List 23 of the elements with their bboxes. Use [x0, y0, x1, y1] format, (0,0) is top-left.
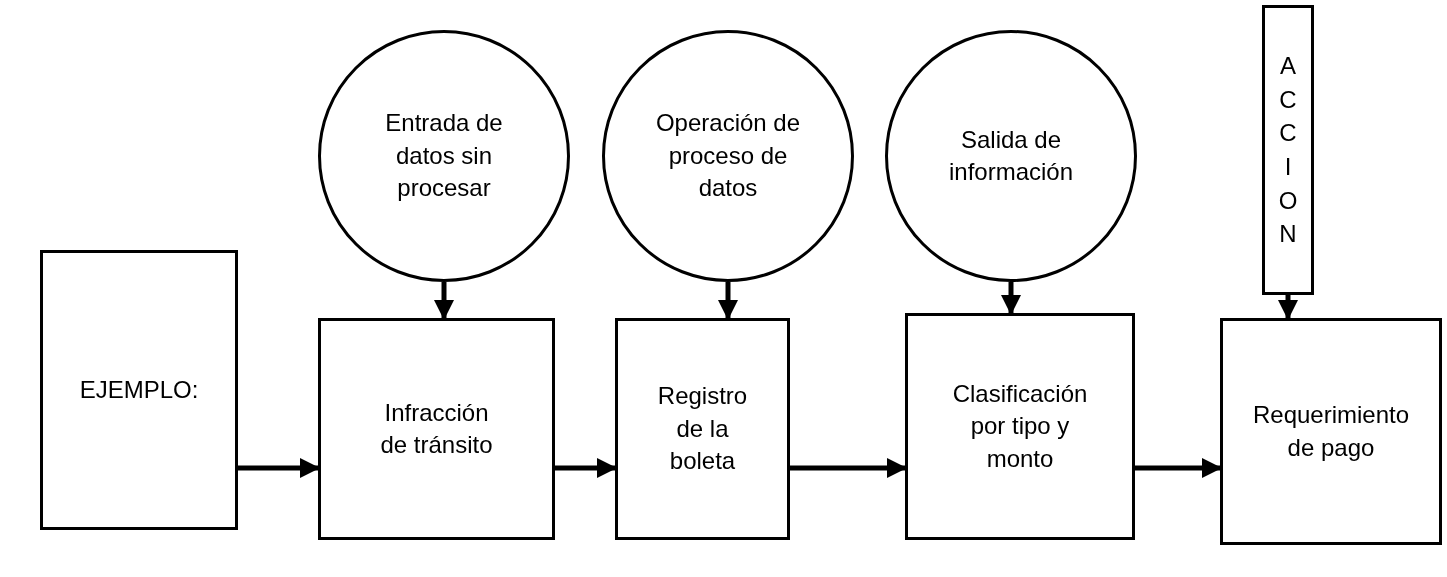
- node-label: Registro de la boleta: [656, 381, 749, 477]
- arrow: [718, 282, 738, 320]
- action-bar: [1262, 5, 1314, 295]
- arrow: [238, 458, 320, 478]
- arrow: [434, 282, 454, 320]
- node-label: EJEMPLO:: [79, 374, 199, 405]
- node-label: ACCION: [1278, 51, 1298, 250]
- node-label: Entrada de datos sin procesar: [384, 108, 504, 204]
- node-label: Infracción de tránsito: [379, 397, 494, 460]
- process-box: [40, 250, 238, 530]
- arrow: [790, 458, 907, 478]
- node-label: Operación de proceso de datos: [654, 108, 802, 204]
- arrow: [1278, 295, 1298, 320]
- process-box: [615, 318, 790, 540]
- node-label: Clasificación por tipo y monto: [951, 378, 1089, 474]
- arrow: [1001, 282, 1021, 315]
- process-box: [1220, 318, 1442, 545]
- arrow: [1135, 458, 1222, 478]
- arrow: [555, 458, 617, 478]
- node-label: Requerimiento de pago: [1251, 400, 1411, 463]
- process-box: [905, 313, 1135, 540]
- process-box: [318, 318, 555, 540]
- node-label: Salida de información: [947, 124, 1075, 187]
